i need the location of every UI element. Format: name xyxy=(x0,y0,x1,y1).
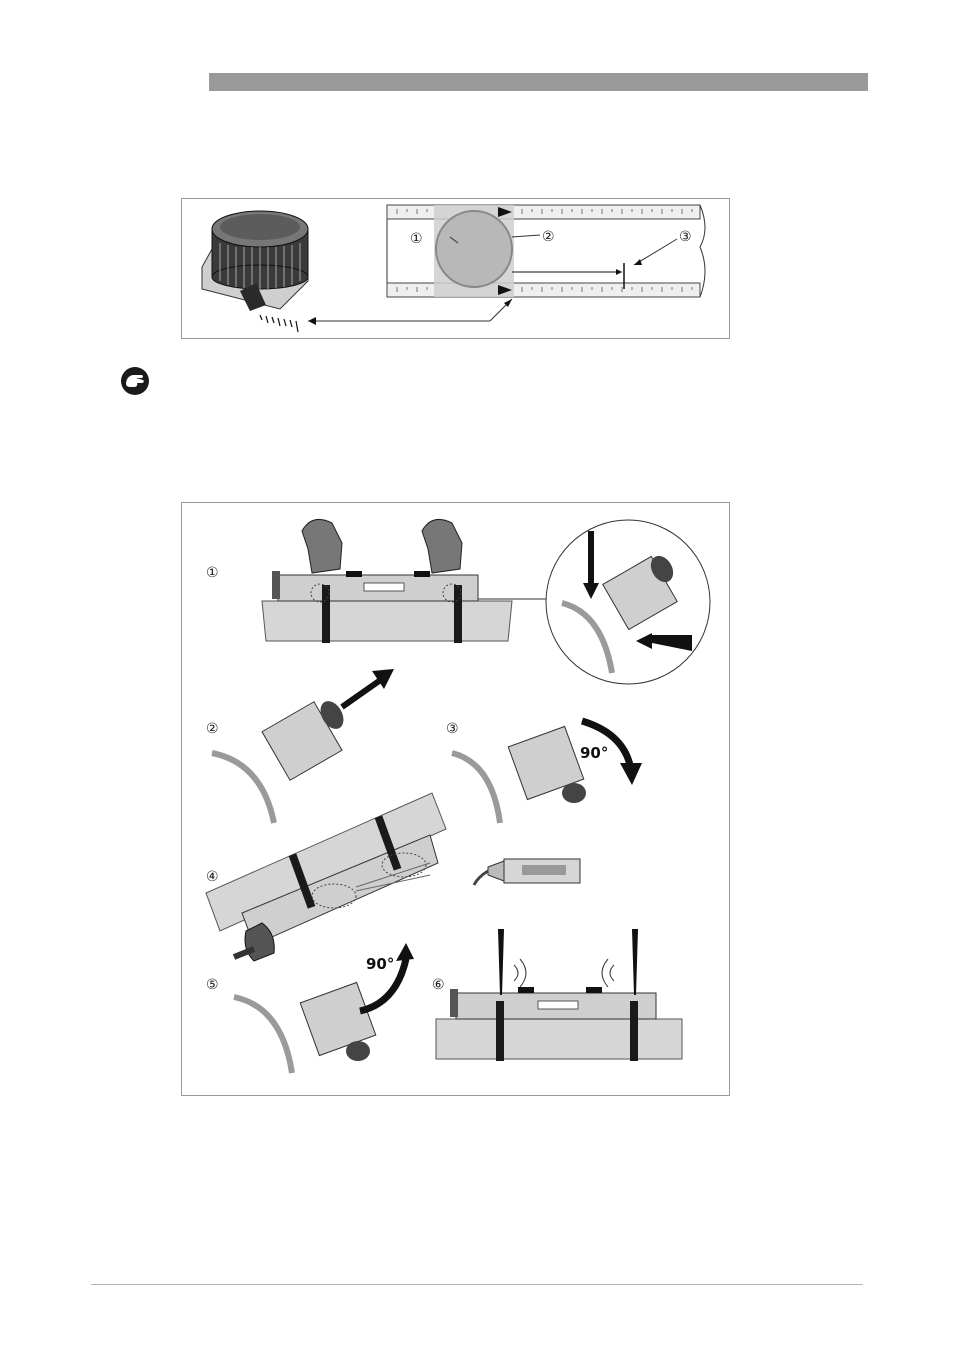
step-5-label: ⑤ xyxy=(206,977,219,993)
figure-mounting-steps: ① ② 90° ③ xyxy=(181,502,730,1096)
step-1-label: ① xyxy=(206,565,219,581)
rail-illustration xyxy=(387,205,705,297)
step-4-label: ④ xyxy=(206,869,219,885)
step2-illustration xyxy=(212,669,394,823)
callout-3: ③ xyxy=(679,229,692,245)
step6-illustration xyxy=(436,929,682,1061)
step5-illustration: 90° xyxy=(234,943,414,1073)
step1-illustration xyxy=(262,519,710,684)
step-3-label: ③ xyxy=(446,721,459,737)
indicator-arrow xyxy=(308,299,512,325)
scale-alignment-illustration: ① ② ③ xyxy=(182,199,729,338)
mounting-steps-illustration: ① ② 90° ③ xyxy=(182,503,729,1095)
callout-2: ② xyxy=(542,229,555,245)
step3-illustration: 90° xyxy=(452,721,642,823)
rotation-label-step5: 90° xyxy=(366,955,394,973)
header-bar xyxy=(209,73,868,91)
callout-1: ① xyxy=(410,231,423,247)
rotation-label-step3: 90° xyxy=(580,744,608,762)
knob-illustration xyxy=(202,211,308,332)
footer-rule xyxy=(91,1284,863,1285)
step-2-label: ② xyxy=(206,721,219,737)
hand-pointing-icon xyxy=(120,366,150,396)
step-6-label: ⑥ xyxy=(432,977,445,993)
figure-scale-alignment: ① ② ③ xyxy=(181,198,730,339)
step4-illustration xyxy=(206,793,580,961)
